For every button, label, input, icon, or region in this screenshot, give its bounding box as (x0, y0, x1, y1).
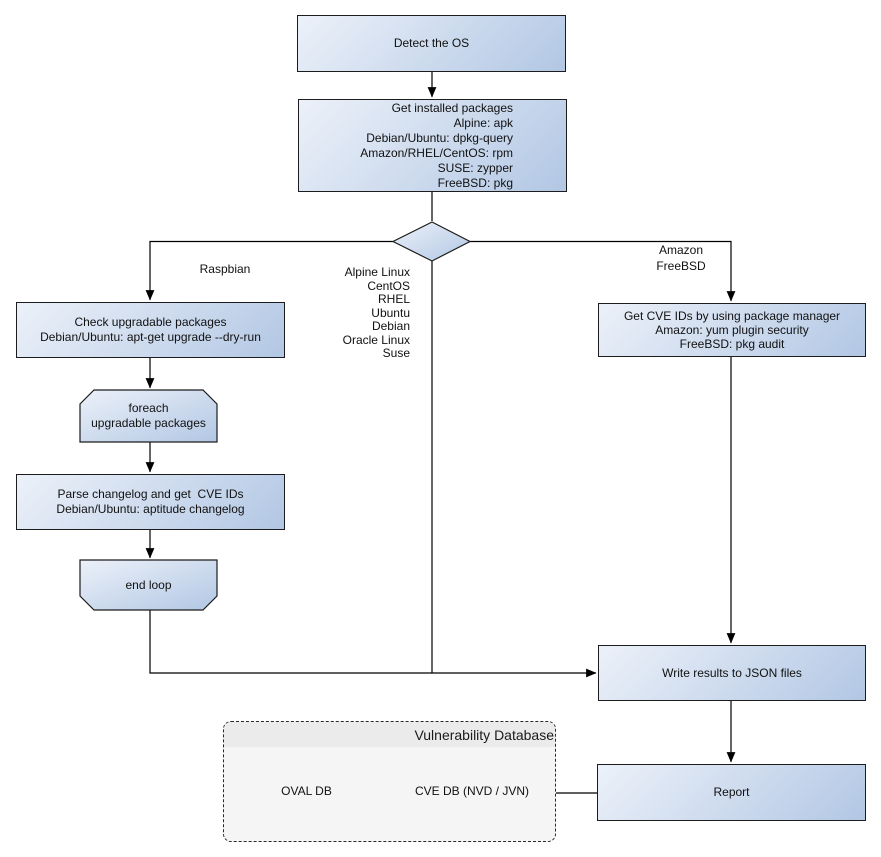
oval-db-label: OVAL DB (281, 783, 332, 798)
node-label: Report (713, 785, 750, 799)
node-label: FreeBSD: pkg (437, 175, 513, 190)
end-loop-label: end loop (125, 577, 172, 592)
node-parse-changelog: Parse changelog and get CVE IDs Debian/U… (16, 474, 285, 530)
cve-db-label: CVE DB (NVD / JVN) (414, 783, 529, 798)
node-detect-os: Detect the OS (297, 15, 566, 72)
node-label: Amazon/RHEL/CentOS: rpm (360, 145, 513, 160)
branch-label-os-list: Alpine Linux CentOS RHEL Ubuntu Debian O… (342, 265, 410, 360)
node-label: SUSE: zypper (437, 160, 513, 175)
node-label: FreeBSD: pkg audit (679, 337, 785, 351)
node-label: Write results to JSON files (662, 665, 802, 680)
node-label: Check upgradable packages (74, 315, 227, 329)
node-label: Debian/Ubuntu: aptitude changelog (56, 502, 245, 516)
node-label: Get CVE IDs by using package manager (623, 309, 841, 323)
node-check-upgradable-packages: Check upgradable packages Debian/Ubuntu:… (16, 302, 285, 358)
vulnerability-database-title: Vulnerability Database (224, 722, 555, 747)
node-label: Get installed packages (391, 100, 513, 115)
branch-label-amazon-freebsd: Amazon FreeBSD (656, 243, 706, 273)
connector-diamond-to-writeresults (431, 261, 597, 678)
node-label: Detect the OS (393, 36, 470, 50)
foreach-loop-label: foreach upgradable packages (91, 401, 206, 430)
os-decision-diamond (391, 221, 472, 262)
node-get-cve-ids: Get CVE IDs by using package manager Ama… (598, 303, 866, 357)
node-label: Amazon: yum plugin security (655, 323, 809, 337)
node-label: Alpine: apk (453, 115, 513, 130)
node-label: Debian/Ubuntu: apt-get upgrade --dry-run (40, 330, 261, 344)
node-write-results-json: Write results to JSON files (598, 645, 866, 701)
node-label: Parse changelog and get CVE IDs (57, 487, 244, 501)
branch-label-raspbian: Raspbian (199, 262, 251, 276)
connector-endloop-to-writeresults (149, 610, 432, 674)
node-report: Report (597, 764, 866, 821)
node-label: Debian/Ubuntu: dpkg-query (366, 130, 513, 145)
node-get-installed-packages: Get installed packages Alpine: apk Debia… (298, 99, 567, 192)
